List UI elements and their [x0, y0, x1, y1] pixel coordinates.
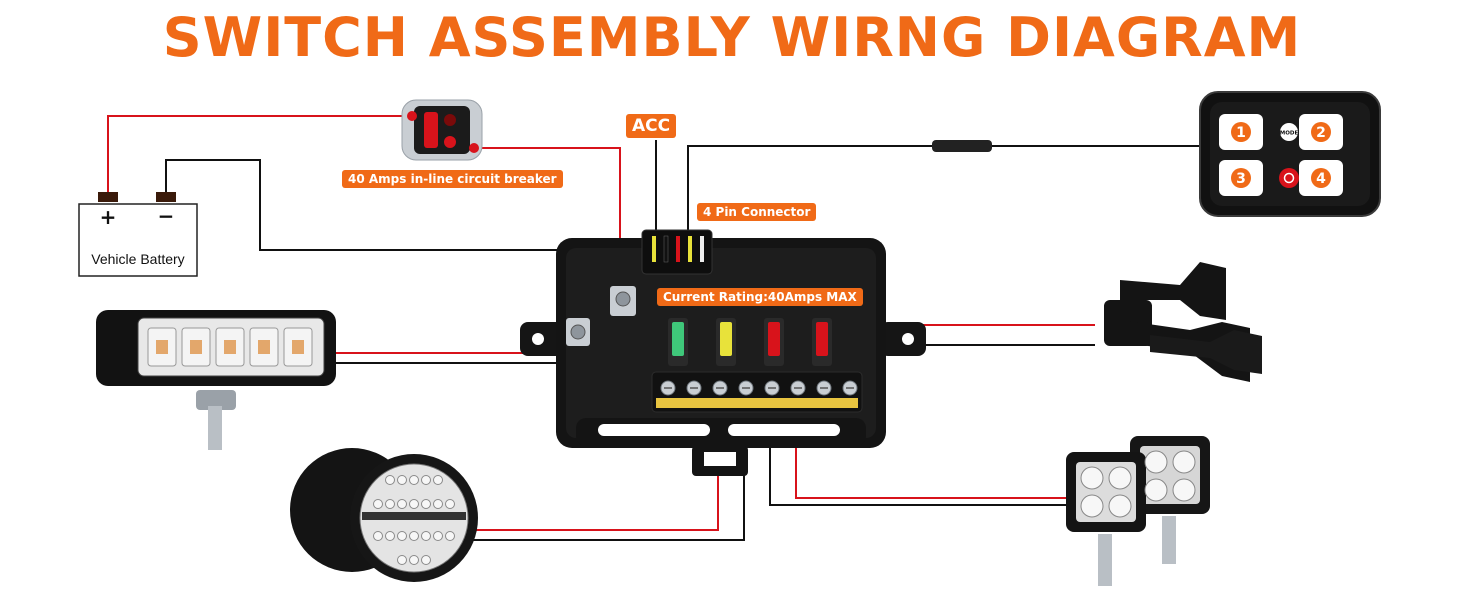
round-led-1 — [385, 475, 395, 485]
round-led-22 — [421, 555, 431, 565]
round-led-4 — [421, 475, 431, 485]
switch-button-4-badge — [1311, 168, 1331, 188]
round-led-20 — [397, 555, 407, 565]
lightbar-led-chip-5 — [292, 340, 304, 354]
round-led-10 — [421, 499, 431, 509]
round-led-21 — [409, 555, 419, 565]
mode-button — [1280, 123, 1298, 141]
pod-led-2-1 — [1144, 450, 1168, 474]
circuit-breaker — [401, 99, 483, 161]
circuit-breaker-label: 40 Amps in-line circuit breaker — [342, 170, 563, 188]
round-led-7 — [385, 499, 395, 509]
fuse-4 — [816, 322, 828, 356]
lightbar-led-chip-1 — [156, 340, 168, 354]
round-led-18 — [433, 531, 443, 541]
lightbar-led-chip-2 — [190, 340, 202, 354]
wire-switch-panel — [687, 145, 940, 238]
pod-led-1-3 — [1108, 466, 1132, 490]
round-led-12 — [445, 499, 455, 509]
light-bar-leds — [147, 327, 313, 367]
round-led-19 — [445, 531, 455, 541]
switch-panel-buttons: 1 2 3 4 MODE — [1219, 114, 1343, 196]
lightbar-led-chip-4 — [258, 340, 270, 354]
round-led-13 — [373, 531, 383, 541]
fuse-3 — [768, 322, 780, 356]
switch-panel — [932, 91, 1381, 217]
pin-connector-label: 4 Pin Connector — [697, 203, 817, 221]
round-led-6 — [373, 499, 383, 509]
round-led-17 — [421, 531, 431, 541]
air-horns — [1104, 262, 1262, 382]
pod-led-1-2 — [1080, 494, 1104, 518]
round-led-16 — [409, 531, 419, 541]
fuse-1 — [672, 322, 684, 356]
pod-led-1-1 — [1080, 466, 1104, 490]
switch-button-1-label: 1 — [1236, 125, 1246, 141]
battery-minus-label: − — [158, 204, 175, 228]
round-light-leds — [373, 475, 455, 565]
wire-battery-positive — [107, 115, 412, 196]
round-led-8 — [397, 499, 407, 509]
battery-terminal-negative — [156, 192, 176, 202]
vehicle-battery: + − Vehicle Battery — [78, 192, 198, 277]
module-fuses — [668, 318, 832, 366]
round-driving-lights — [290, 448, 478, 582]
round-led-3 — [409, 475, 419, 485]
round-led-11 — [433, 499, 443, 509]
lightbar-led-chip-3 — [224, 340, 236, 354]
pod-led-2-4 — [1172, 478, 1196, 502]
round-led-9 — [409, 499, 419, 509]
power-button — [1279, 168, 1299, 188]
switch-button-4-label: 4 — [1316, 171, 1326, 187]
acc-label: ACC — [626, 114, 677, 138]
battery-body — [78, 203, 198, 277]
pod-led-2-3 — [1172, 450, 1196, 474]
switch-button-1-badge — [1231, 122, 1251, 142]
switch-button-3-label: 3 — [1236, 171, 1246, 187]
switch-button-3-badge — [1231, 168, 1251, 188]
round-led-2 — [397, 475, 407, 485]
round-led-14 — [385, 531, 395, 541]
power-icon — [1283, 172, 1295, 184]
fuse-2 — [720, 322, 732, 356]
battery-terminal-positive — [98, 192, 118, 202]
switch-button-2-label: 2 — [1316, 125, 1326, 141]
page-title: SWITCH ASSEMBLY WIRNG DIAGRAM — [162, 6, 1302, 69]
round-led-5 — [433, 475, 443, 485]
current-rating-label: Current Rating:40Amps MAX — [657, 288, 863, 306]
battery-label: Vehicle Battery — [91, 251, 184, 267]
switch-button-2-badge — [1311, 122, 1331, 142]
pod-light-leds — [1080, 450, 1196, 518]
battery-plus-label: + — [100, 205, 117, 229]
module-terminals — [660, 380, 858, 396]
pod-led-1-4 — [1108, 494, 1132, 518]
pod-led-2-2 — [1144, 478, 1168, 502]
cable-connector — [932, 140, 992, 152]
round-led-15 — [397, 531, 407, 541]
mode-button-label: MODE — [1280, 131, 1299, 137]
